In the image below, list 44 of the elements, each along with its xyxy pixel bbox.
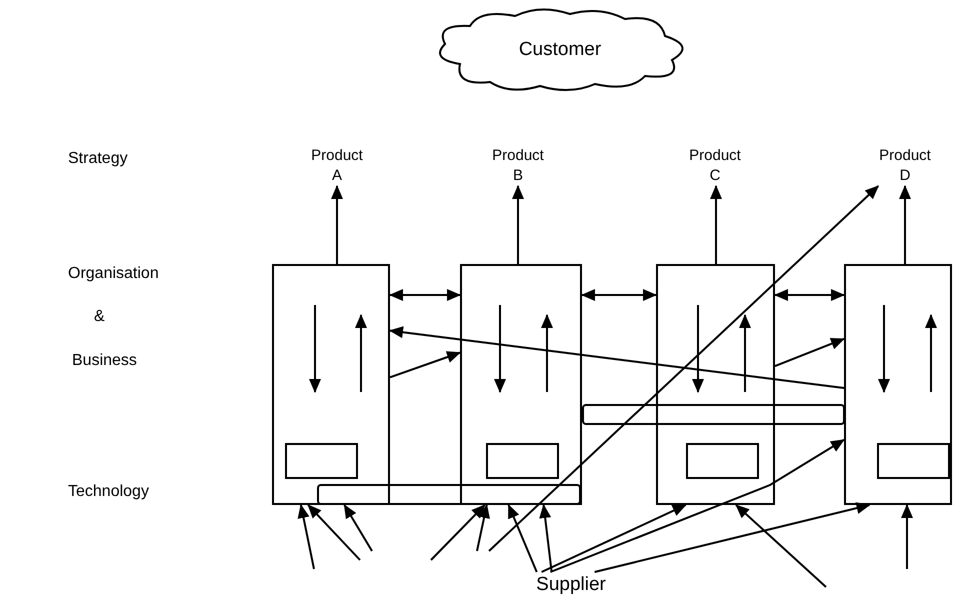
arrow (430, 504, 486, 561)
arrow (476, 504, 490, 552)
row-label: Business (72, 352, 137, 370)
arrow (735, 504, 827, 588)
arrow (901, 504, 913, 569)
arrow (508, 504, 538, 572)
arrow (298, 504, 315, 570)
row-label: Strategy (68, 150, 128, 168)
cloud-label: Customer (518, 38, 602, 62)
arrow (390, 351, 461, 378)
arrow (550, 438, 845, 573)
rectangle (656, 264, 775, 505)
arrow (539, 504, 553, 572)
arrow (581, 289, 657, 301)
rectangle (877, 443, 950, 479)
rectangle (486, 443, 559, 479)
rectangle (285, 443, 358, 479)
product-label: Product D (879, 146, 931, 186)
row-label: & (94, 308, 105, 326)
arrow (331, 185, 343, 264)
arrow (541, 504, 687, 573)
row-label: Organisation (68, 265, 159, 283)
bar (317, 484, 581, 505)
arrow (774, 338, 845, 368)
arrow (774, 289, 845, 301)
arrow (512, 185, 524, 264)
bar (582, 404, 845, 425)
arrow (710, 185, 722, 264)
rectangle (686, 443, 759, 479)
product-label: Product C (689, 146, 741, 186)
arrow (594, 502, 870, 573)
arrow (307, 504, 361, 561)
rectangle (272, 264, 390, 505)
supplier-label: Supplier (536, 574, 606, 596)
arrow (389, 289, 461, 301)
arrow (389, 326, 844, 390)
arrow (899, 185, 911, 264)
arrow (344, 504, 373, 552)
rectangle (844, 264, 952, 505)
product-label: Product A (311, 146, 363, 186)
rectangle (460, 264, 582, 505)
product-label: Product B (492, 146, 544, 186)
row-label: Technology (68, 483, 149, 501)
arrow (488, 185, 879, 552)
